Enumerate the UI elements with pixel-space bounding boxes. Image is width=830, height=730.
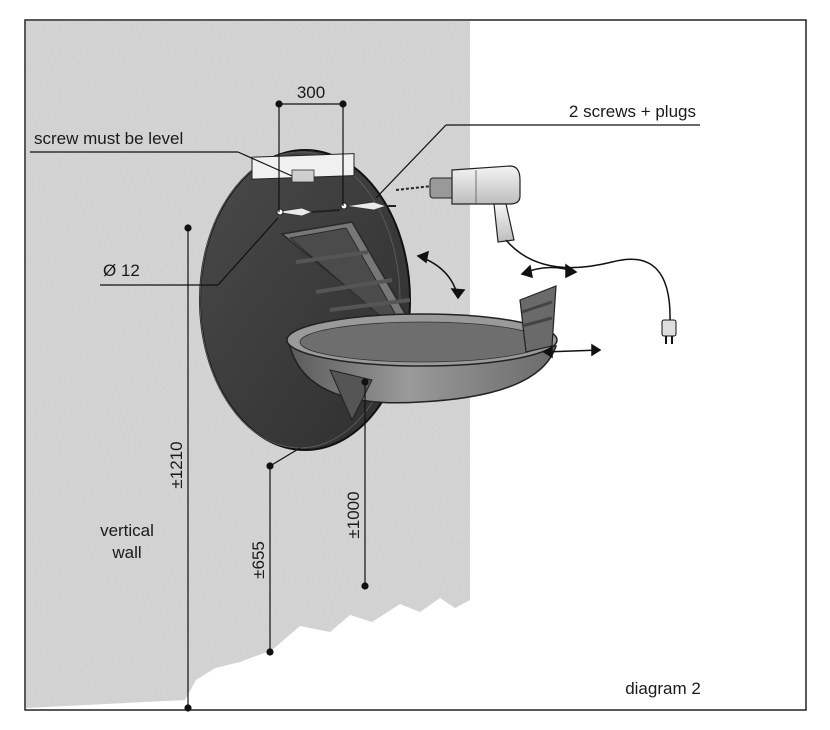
basin-height-label: ±1000 (344, 491, 363, 538)
screws-note-leader (375, 124, 700, 199)
screws-note-label: 2 screws + plugs (569, 102, 696, 121)
spacing-dimension (275, 100, 347, 212)
plug-icon (661, 319, 677, 344)
diagram-caption: diagram 2 (625, 679, 701, 698)
diameter-leader (100, 217, 279, 286)
swing-arrow-icon (416, 250, 602, 359)
diameter-label: Ø 12 (103, 261, 140, 280)
spirit-level-bubble-icon (291, 169, 315, 183)
lower-height-label: ±655 (249, 541, 268, 579)
height-dimension-lines (184, 224, 369, 712)
basin-grip-icon (519, 285, 557, 353)
level-note-label: screw must be level (34, 129, 183, 148)
level-note-leader (30, 151, 293, 177)
power-cord-icon (505, 239, 671, 323)
wall-label-line2: wall (111, 543, 141, 562)
spacing-label: 300 (297, 83, 325, 102)
drill-icon (395, 165, 521, 243)
basin-icon (286, 313, 558, 422)
total-height-label: ±1210 (167, 441, 186, 488)
wall-label-line1: vertical (100, 521, 154, 540)
